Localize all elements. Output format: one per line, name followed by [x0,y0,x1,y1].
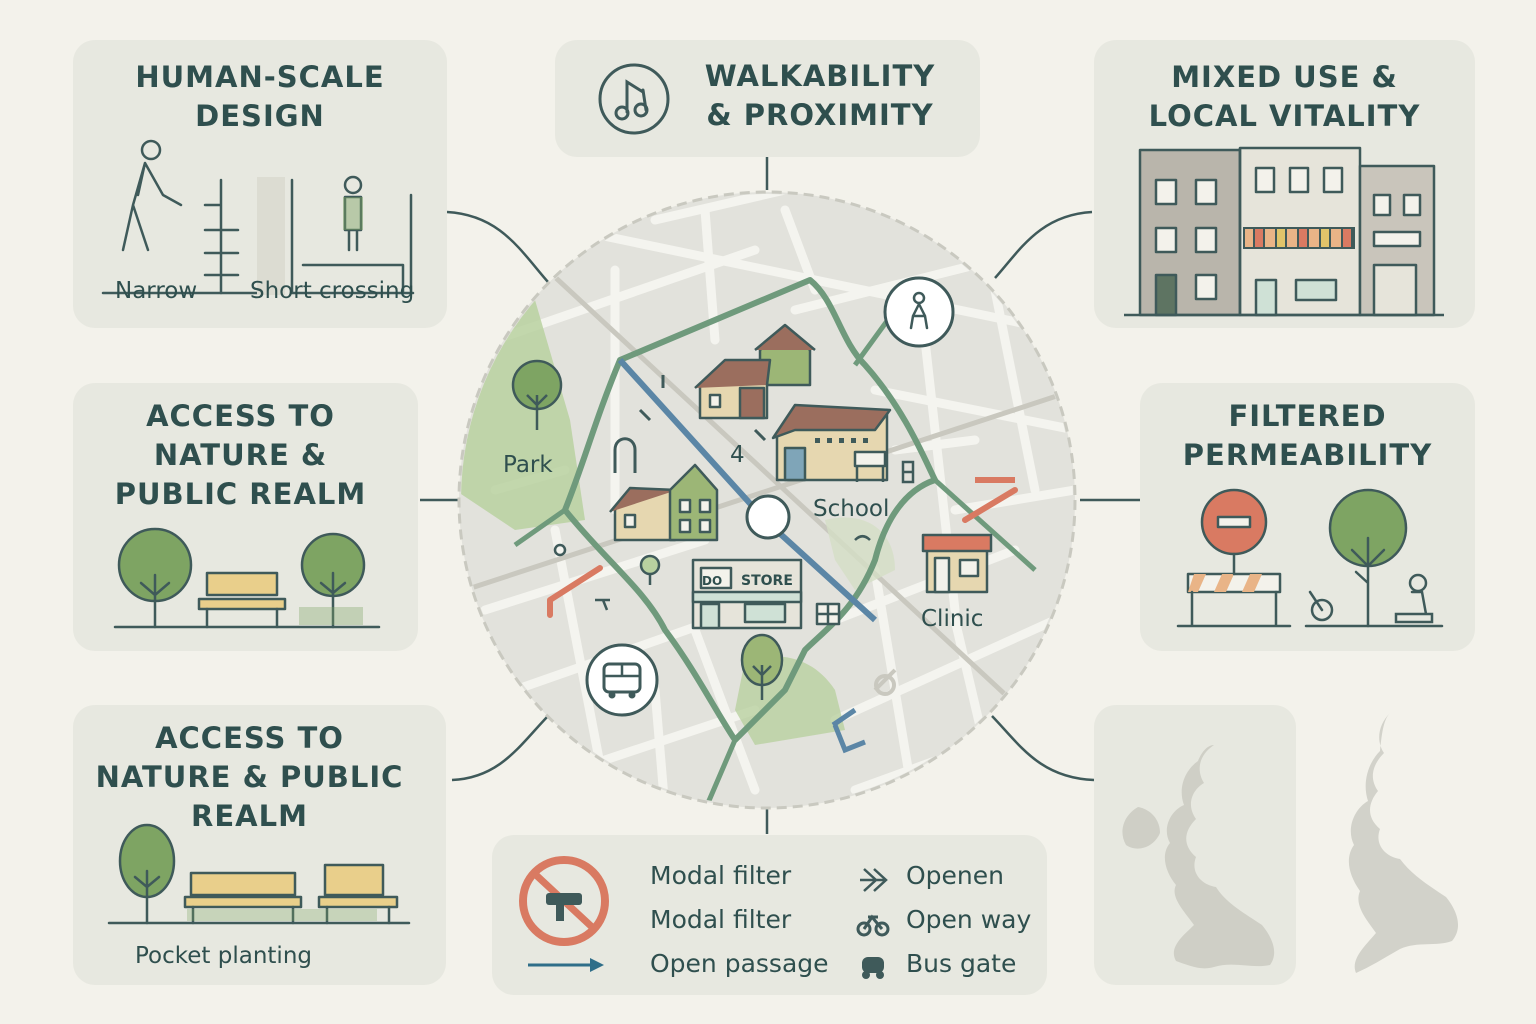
mixed-use-buildings-illustration [1124,146,1444,317]
card-title: ACCESS TO NATURE & PUBLIC REALM [53,719,446,836]
title-line: ACCESS TO [155,721,344,755]
school-label: School [813,496,889,522]
pedestrian-icon [883,276,955,348]
clinic-label: Clinic [921,606,983,632]
store-building-icon [691,558,841,630]
title-line: NATURE & PUBLIC [95,760,404,794]
neighbourhood-boundary [562,277,938,743]
modal-filter-marker [547,565,603,618]
card-uk-map [1094,705,1296,985]
label-narrow: Narrow [115,278,198,304]
title-line: WALKABILITY [704,59,936,93]
label-pocket-planting: Pocket planting [135,943,312,969]
title-line: MIXED USE & [1171,60,1398,94]
title-line: ACCESS TO [146,399,335,433]
small-tree-icon [639,554,661,585]
card-title: FILTERED PERMEABILITY [1140,397,1475,475]
bicycle-icon [856,914,890,937]
card-title: ACCESS TO NATURE & PUBLIC REALM [63,397,418,514]
legend-modal-filter-1: Modal filter [650,861,792,890]
title-line: LOCAL VITALITY [1148,99,1421,133]
card-access-nature-1: ACCESS TO NATURE & PUBLIC REALM [73,383,418,651]
houses-top-icon [694,323,816,420]
pocket-planting-illustration [107,823,411,925]
card-title: HUMAN-SCALE DESIGN [73,58,447,136]
title-line: DESIGN [195,99,325,133]
arrow-right-icon [528,958,604,972]
park-tree-icon [511,359,563,430]
bus-gate-icon [862,957,884,979]
card-human-scale: HUMAN-SCALE DESIGN Narrow Short crossing [73,40,447,328]
legend-open-way: Open way [906,905,1032,934]
card-title: WALKABILITY & PROXIMITY [695,57,945,135]
music-note-icon [598,63,670,135]
legend-modal-filter-2: Modal filter [650,905,792,934]
card-filtered-permeability: FILTERED PERMEABILITY [1140,383,1475,651]
card-mixed-use: MIXED USE & LOCAL VITALITY [1094,40,1475,328]
park-bench-illustration [113,527,381,629]
legend-bus-gate: Bus gate [906,949,1017,978]
title-line: NATURE & [153,438,328,472]
card-title: MIXED USE & LOCAL VITALITY [1094,58,1475,136]
central-node [745,494,791,540]
uk-map-icon [1348,713,1459,973]
title-line: PERMEABILITY [1182,438,1433,472]
houses-left-icon [609,463,719,542]
main-roads [464,238,1073,752]
card-access-nature-2: ACCESS TO NATURE & PUBLIC REALM Pocket p… [73,705,446,985]
modal-filter-marker [962,487,1018,523]
park-label: Park [503,452,553,478]
shop-sign: DO [702,574,722,588]
legend-openen: Openen [906,861,1004,890]
card-walkability: WALKABILITY & PROXIMITY [555,40,980,157]
title-line: REALM [191,799,308,833]
number-label: 4 [730,442,745,468]
arch-icon [613,437,637,473]
uk-map-icon [1122,745,1275,969]
legend-card: Modal filter Modal filter Open passage O… [492,835,1047,995]
title-line: & PROXIMITY [706,98,934,132]
clinic-building-icon [921,533,993,594]
label-short-crossing: Short crossing [250,278,415,304]
legend-open-passage: Open passage [650,949,829,978]
store-label: STORE [741,573,793,589]
filtered-permeability-illustration [1176,488,1444,628]
title-line: FILTERED [1228,399,1387,433]
school-building-icon [771,403,892,482]
chevron-right-icon [860,868,888,892]
bus-icon [585,643,659,717]
green-tree-icon [740,633,784,700]
title-line: HUMAN-SCALE [135,60,385,94]
title-line: PUBLIC REALM [114,477,367,511]
no-entry-icon [519,856,609,946]
street-illustration [101,139,415,295]
neighbourhood-map: Park School [457,190,1077,810]
